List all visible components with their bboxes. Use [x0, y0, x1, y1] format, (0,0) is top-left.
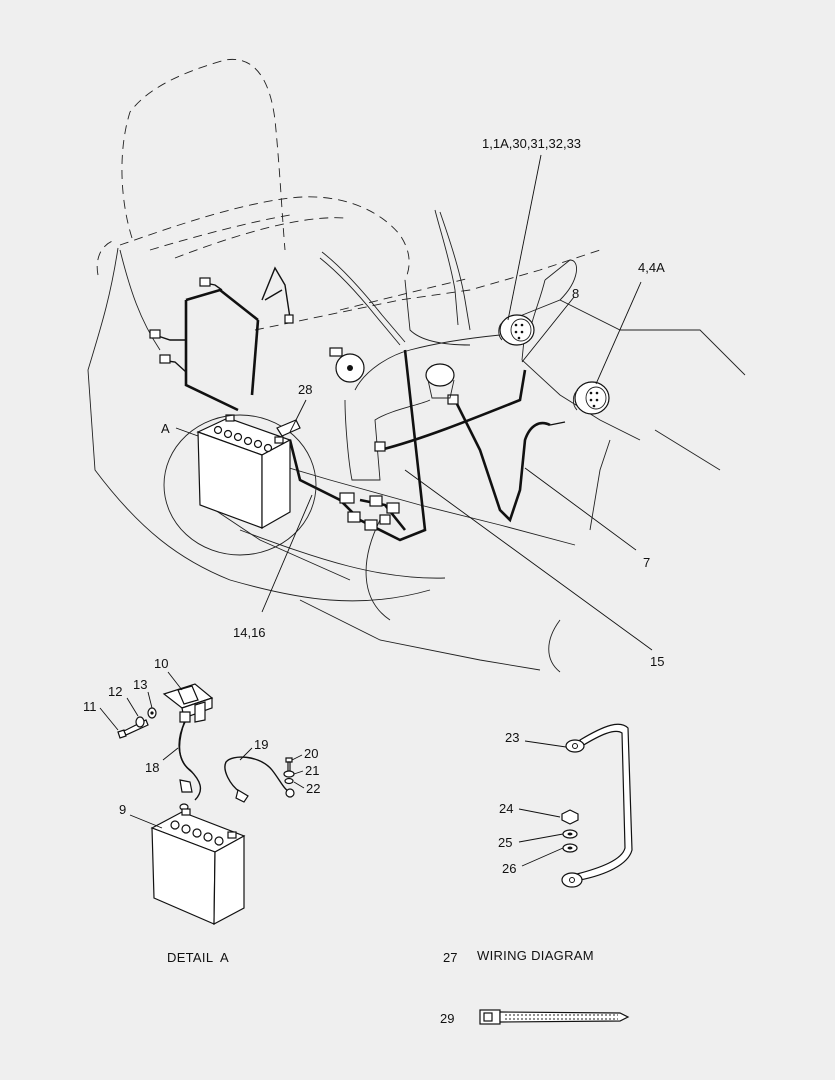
- callout-12: 12: [108, 684, 122, 699]
- wiring-harness: [154, 266, 566, 542]
- ground-cable-parts: [518, 723, 633, 888]
- callout-a: A: [161, 421, 170, 436]
- gauge: [425, 363, 455, 399]
- cable-tie-28: [276, 419, 301, 437]
- callout-7: 7: [643, 555, 650, 570]
- callout-9: 9: [119, 802, 126, 817]
- callout-22: 22: [306, 781, 320, 796]
- callout-28: 28: [298, 382, 312, 397]
- callout-8: 8: [572, 286, 579, 301]
- callout-1-1a-30-31-32-33: 1,1A,30,31,32,33: [482, 136, 581, 151]
- callout-10: 10: [154, 656, 168, 671]
- callout-15: 15: [650, 654, 664, 669]
- detail-a-parts: [99, 671, 305, 926]
- callout-labels: 1,1A,30,31,32,33 4,4A 8 28 A 7 14,16 15 …: [83, 136, 665, 1026]
- detail-a-caption: DETAIL A: [167, 950, 229, 965]
- callout-21: 21: [305, 763, 319, 778]
- seat-cushion: [119, 196, 410, 281]
- callout-25: 25: [498, 835, 512, 850]
- leader-lines: [175, 154, 653, 651]
- callout-4-4a: 4,4A: [638, 260, 665, 275]
- light-assembly-4: [572, 381, 610, 415]
- cable-tie-29: [479, 1009, 630, 1025]
- light-assembly-1: [498, 314, 535, 346]
- callout-24: 24: [499, 801, 513, 816]
- wiring-diagram-caption: WIRING DIAGRAM: [477, 948, 594, 963]
- callout-26: 26: [502, 861, 516, 876]
- callout-13: 13: [133, 677, 147, 692]
- callout-14-16: 14,16: [233, 625, 266, 640]
- console-housing: [344, 399, 431, 481]
- callout-23: 23: [505, 730, 519, 745]
- detail-a-circle: [163, 414, 317, 556]
- callout-19: 19: [254, 737, 268, 752]
- tractor-outline: [87, 58, 746, 673]
- callout-18: 18: [145, 760, 159, 775]
- battery-main-view: [196, 414, 292, 530]
- callout-27: 27: [443, 950, 457, 965]
- callout-29: 29: [440, 1011, 454, 1026]
- callout-20: 20: [304, 746, 318, 761]
- callout-11: 11: [83, 699, 97, 714]
- connectors: [149, 277, 459, 531]
- captions: DETAIL A WIRING DIAGRAM: [167, 948, 594, 965]
- seat-back: [121, 58, 286, 251]
